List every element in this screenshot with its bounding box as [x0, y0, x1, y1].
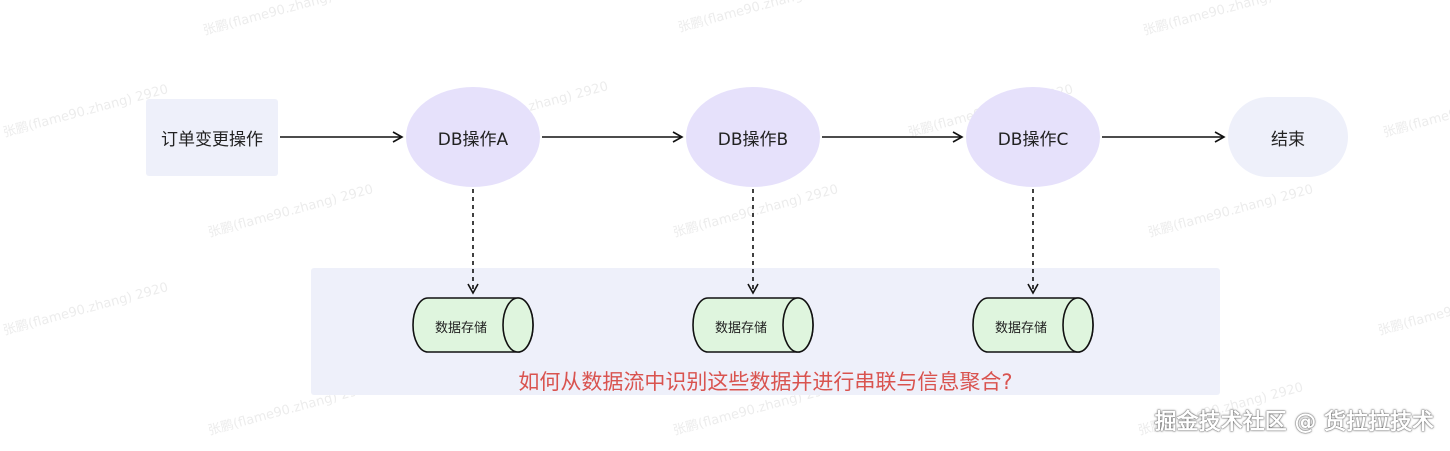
brand-watermark: 掘金技术社区 @ 货拉拉技术: [1154, 410, 1434, 435]
start-node: 订单变更操作: [146, 99, 278, 176]
question-text: 如何从数据流中识别这些数据并进行串联与信息聚合?: [518, 370, 1013, 394]
db-op-a-node: DB操作A: [406, 87, 540, 187]
storage-label-a: 数据存储: [434, 320, 487, 336]
storage-cylinder-a: [412, 297, 534, 353]
storage-cylinder-b: [692, 297, 814, 353]
db-op-c-node: DB操作C: [966, 87, 1100, 187]
end-node: 结束: [1228, 97, 1348, 177]
storage-label-c: 数据存储: [994, 320, 1047, 336]
storage-cylinder-c: [972, 297, 1094, 353]
storage-label-b: 数据存储: [714, 320, 767, 336]
db-op-b-node: DB操作B: [686, 87, 820, 187]
